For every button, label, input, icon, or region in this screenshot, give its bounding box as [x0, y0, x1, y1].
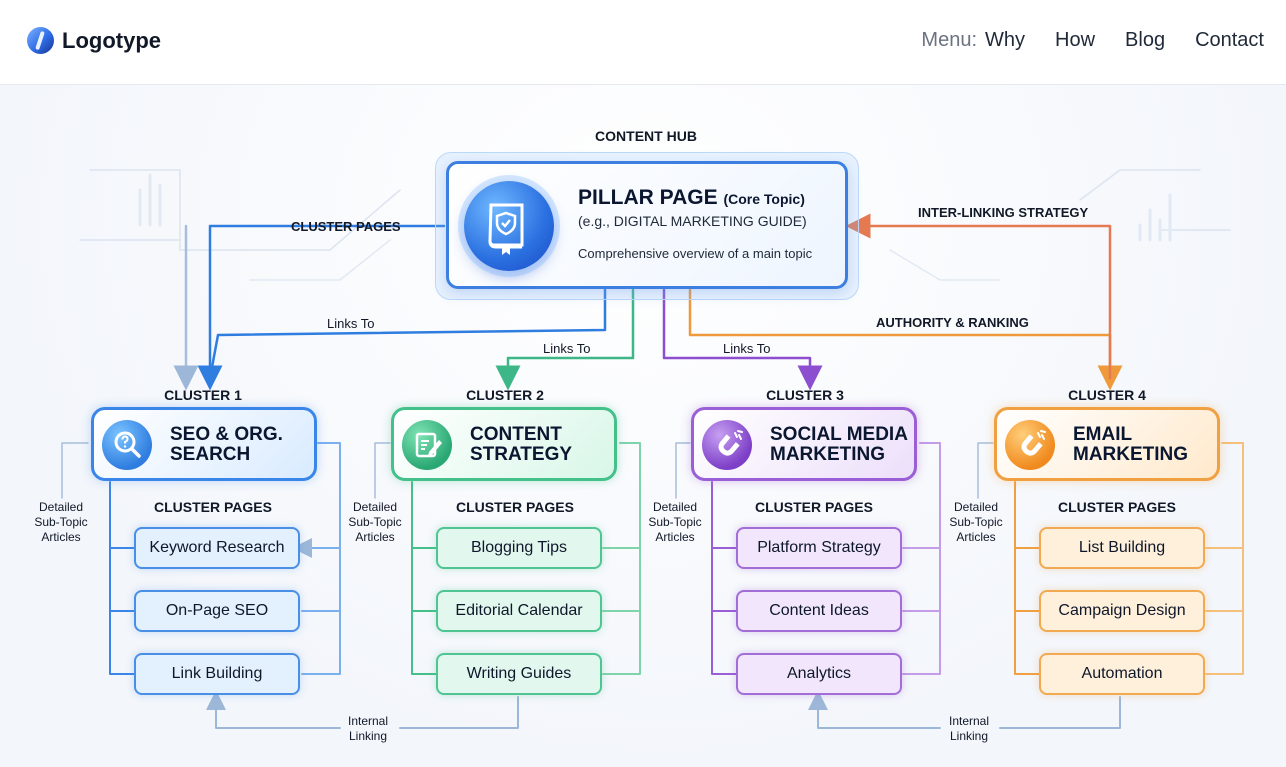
- cluster-2-title-line-1: CONTENT: [470, 424, 562, 445]
- internal-line: Internal: [948, 714, 990, 728]
- detailed-line: Detailed: [352, 500, 398, 514]
- edit-document-icon: [402, 420, 452, 470]
- cluster-1-title-line-1: SEO & ORG.: [170, 424, 283, 445]
- cluster-3-page-platform-strategy[interactable]: Platform Strategy: [736, 527, 902, 569]
- pillar-example: (e.g., DIGITAL MARKETING GUIDE): [578, 213, 807, 229]
- articles-line: Articles: [355, 530, 395, 544]
- cluster-1-page-keyword-research[interactable]: Keyword Research: [134, 527, 300, 569]
- logo[interactable]: Logotype: [27, 27, 161, 54]
- cluster-3-page-content-ideas[interactable]: Content Ideas: [736, 590, 902, 632]
- cluster-4-title-line-2: MARKETING: [1073, 444, 1189, 465]
- cluster-2-page-blogging-tips[interactable]: Blogging Tips: [436, 527, 602, 569]
- detailed-subtopic-label-4: Detailed Sub-Topic Articles: [941, 500, 1011, 545]
- magnet-icon: [702, 420, 752, 470]
- linking-line: Linking: [949, 729, 989, 743]
- linking-line: Linking: [348, 729, 388, 743]
- cluster-3-page-analytics[interactable]: Analytics: [736, 653, 902, 695]
- cluster-1-page-on-page-seo[interactable]: On-Page SEO: [134, 590, 300, 632]
- pillar-title-main: PILLAR PAGE: [578, 186, 718, 209]
- internal-line: Internal: [347, 714, 389, 728]
- magnet-icon: [1005, 420, 1055, 470]
- cluster-2-title-line-2: STRATEGY: [470, 444, 573, 465]
- pillar-page-title: PILLAR PAGE (Core Topic): [578, 186, 805, 210]
- cluster-1-page-link-building[interactable]: Link Building: [134, 653, 300, 695]
- detailed-line: Detailed: [652, 500, 698, 514]
- content-hub-label: CONTENT HUB: [595, 128, 697, 144]
- logo-text: Logotype: [62, 27, 161, 53]
- cluster-1-title: SEO & ORG. SEARCH: [170, 425, 283, 465]
- detailed-subtopic-label-2: Detailed Sub-Topic Articles: [340, 500, 410, 545]
- pillar-description: Comprehensive overview of a main topic: [578, 246, 813, 261]
- cluster-2-card[interactable]: CONTENT STRATEGY: [391, 407, 617, 481]
- cluster-2-pages-label: CLUSTER PAGES: [456, 499, 574, 515]
- nav-link-why[interactable]: Why: [985, 29, 1026, 51]
- cluster-4-label: CLUSTER 4: [1068, 387, 1146, 403]
- pillar-title-sub: (Core Topic): [723, 191, 805, 207]
- cluster-3-title-line-1: SOCIAL MEDIA: [770, 424, 908, 445]
- internal-linking-label-2: Internal Linking: [936, 714, 1002, 744]
- subtopic-line: Sub-Topic: [949, 515, 1003, 529]
- articles-line: Articles: [655, 530, 695, 544]
- detailed-subtopic-label-1: Detailed Sub-Topic Articles: [26, 500, 96, 545]
- cluster-4-pages-label: CLUSTER PAGES: [1058, 499, 1176, 515]
- nav-link-how[interactable]: How: [1055, 29, 1096, 51]
- detailed-line: Detailed: [953, 500, 999, 514]
- links-to-label-1: Links To: [327, 316, 375, 331]
- cluster-1-pages-label: CLUSTER PAGES: [154, 499, 272, 515]
- detailed-line: Detailed: [38, 500, 84, 514]
- search-question-icon: [102, 420, 152, 470]
- cluster-4-page-campaign-design[interactable]: Campaign Design: [1039, 590, 1205, 632]
- cluster-pages-connector-label: CLUSTER PAGES: [291, 219, 401, 234]
- cluster-2-page-editorial-calendar[interactable]: Editorial Calendar: [436, 590, 602, 632]
- menu-label: Menu:: [921, 29, 978, 51]
- cluster-1-label: CLUSTER 1: [164, 387, 242, 403]
- nav-link-contact[interactable]: Contact: [1195, 29, 1264, 51]
- cluster-3-label: CLUSTER 3: [766, 387, 844, 403]
- internal-linking-label-1: Internal Linking: [335, 714, 401, 744]
- nav-link-blog[interactable]: Blog: [1125, 29, 1166, 51]
- cluster-4-card[interactable]: EMAIL MARKETING: [994, 407, 1220, 481]
- book-shield-icon: [464, 181, 554, 271]
- cluster-2-title: CONTENT STRATEGY: [470, 425, 572, 465]
- subtopic-line: Sub-Topic: [34, 515, 88, 529]
- cluster-4-title-line-1: EMAIL: [1073, 424, 1133, 445]
- top-navigation-bar: Logotype Menu: Why How Blog Contact: [0, 0, 1286, 85]
- cluster-1-title-line-2: SEARCH: [170, 444, 251, 465]
- cluster-3-title-line-2: MARKETING: [770, 444, 886, 465]
- logo-icon: [27, 27, 54, 54]
- articles-line: Articles: [956, 530, 996, 544]
- cluster-3-pages-label: CLUSTER PAGES: [755, 499, 873, 515]
- cluster-3-card[interactable]: SOCIAL MEDIA MARKETING: [691, 407, 917, 481]
- main-menu: Menu: Why How Blog Contact: [921, 29, 1264, 52]
- links-to-label-2: Links To: [543, 341, 591, 356]
- cluster-2-label: CLUSTER 2: [466, 387, 544, 403]
- cluster-1-card[interactable]: SEO & ORG. SEARCH: [91, 407, 317, 481]
- cluster-4-page-list-building[interactable]: List Building: [1039, 527, 1205, 569]
- subtopic-line: Sub-Topic: [648, 515, 702, 529]
- authority-ranking-label: AUTHORITY & RANKING: [876, 315, 1029, 330]
- cluster-4-page-automation[interactable]: Automation: [1039, 653, 1205, 695]
- inter-linking-label: INTER-LINKING STRATEGY: [918, 205, 1089, 220]
- links-to-label-3: Links To: [723, 341, 771, 356]
- subtopic-line: Sub-Topic: [348, 515, 402, 529]
- cluster-2-page-writing-guides[interactable]: Writing Guides: [436, 653, 602, 695]
- detailed-subtopic-label-3: Detailed Sub-Topic Articles: [640, 500, 710, 545]
- cluster-4-title: EMAIL MARKETING: [1073, 425, 1188, 465]
- cluster-3-title: SOCIAL MEDIA MARKETING: [770, 425, 908, 465]
- articles-line: Articles: [41, 530, 81, 544]
